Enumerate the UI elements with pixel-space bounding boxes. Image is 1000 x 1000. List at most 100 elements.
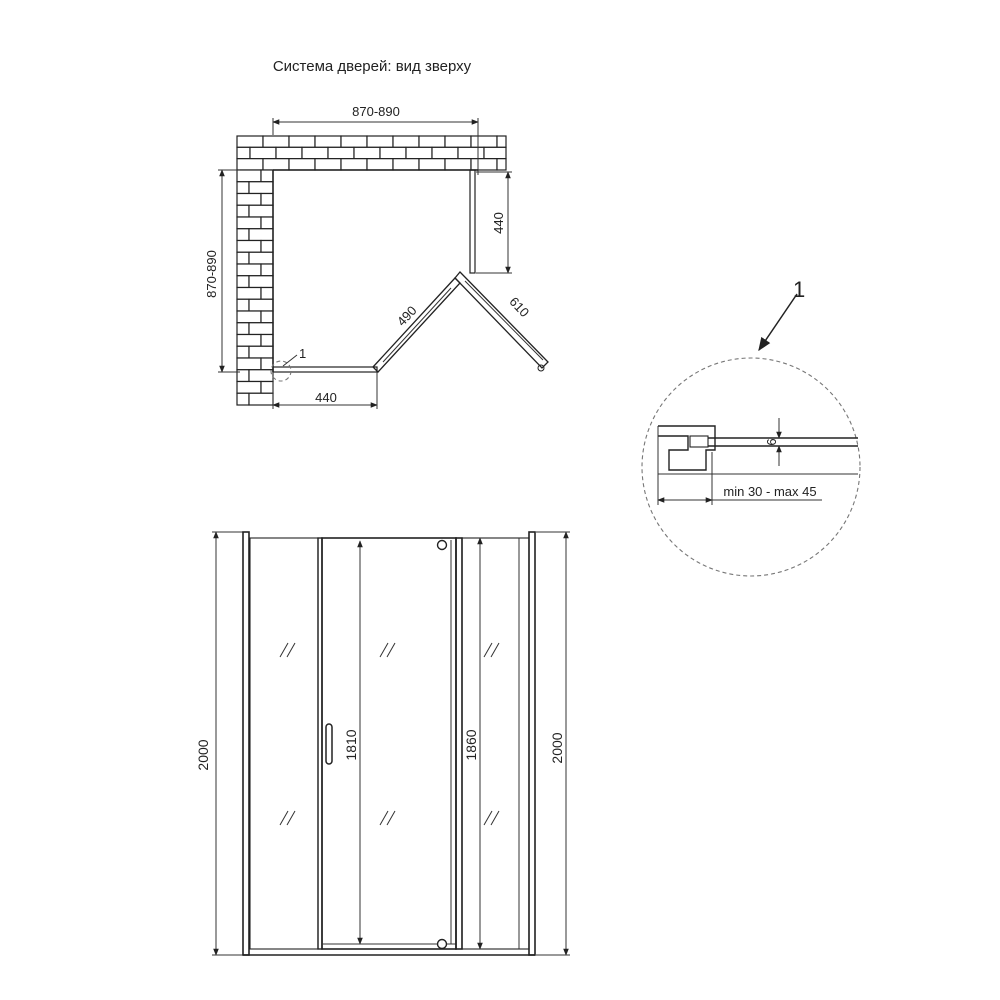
- brick: [236, 275, 250, 289]
- brick: [236, 228, 250, 242]
- bottom-fixed-label: 440: [315, 390, 337, 405]
- brick: [260, 239, 274, 253]
- brick: [249, 146, 277, 160]
- brick: [470, 158, 498, 171]
- glass-reflection-mark: [286, 642, 296, 658]
- brick: [392, 135, 420, 148]
- height-dimension-right: 2000: [536, 531, 570, 956]
- brick: [236, 298, 250, 312]
- brick: [248, 298, 274, 312]
- brick: [431, 146, 459, 160]
- glass-reflection-mark: [379, 810, 389, 826]
- brick: [260, 333, 274, 347]
- bottom-fixed-panel: 440: [272, 366, 378, 409]
- angled-left-label: 490: [394, 303, 420, 329]
- brick: [248, 392, 274, 406]
- brick: [262, 135, 290, 148]
- brick: [260, 216, 274, 230]
- door-height-label: 1810: [343, 729, 359, 760]
- brick: [314, 135, 342, 148]
- glass-reflection-mark: [490, 642, 500, 658]
- brick: [236, 181, 250, 195]
- brick: [236, 263, 262, 277]
- brick: [470, 135, 498, 148]
- brick: [236, 333, 262, 347]
- brick: [444, 158, 472, 171]
- brick: [353, 146, 381, 160]
- brick: [366, 158, 394, 171]
- brick: [248, 322, 274, 336]
- panel-height-dimension: 1860: [463, 537, 483, 950]
- door-height-dimension: 1810: [343, 540, 363, 945]
- depth-dimension: 870-890: [204, 169, 240, 373]
- brick: [236, 135, 264, 148]
- brick: [260, 263, 274, 277]
- brick: [340, 158, 368, 171]
- brick: [260, 286, 274, 300]
- right-fixed-panel-front: [455, 537, 530, 950]
- angled-door: 610: [454, 271, 549, 372]
- height-right-label: 2000: [549, 732, 565, 763]
- depth-label: 870-890: [204, 250, 219, 298]
- angled-left-panel: 490: [372, 277, 461, 373]
- left-wall-profile: [242, 531, 250, 956]
- brick: [340, 135, 368, 148]
- brick: [236, 251, 250, 265]
- detail-marker-1: 1: [270, 346, 306, 382]
- brick: [236, 322, 250, 336]
- brick: [260, 380, 274, 394]
- brick: [288, 135, 316, 148]
- range-dimension: min 30 - max 45: [657, 452, 822, 505]
- brick: [418, 135, 446, 148]
- angled-right-label: 610: [506, 294, 532, 320]
- glass-reflection-mark: [286, 810, 296, 826]
- glass-reflection-mark: [483, 642, 493, 658]
- left-fixed-panel-front: [249, 537, 323, 950]
- brick: [248, 228, 274, 242]
- brick: [496, 135, 507, 148]
- brick: [236, 192, 262, 206]
- brick: [496, 158, 507, 171]
- brick: [301, 146, 329, 160]
- width-label: 870-890: [352, 104, 400, 119]
- top-view: 870-890 870-890 440 440: [204, 104, 549, 409]
- brick: [236, 392, 250, 406]
- brick: [392, 158, 420, 171]
- height-dimension-left: 2000: [195, 531, 246, 956]
- brick: [236, 146, 251, 160]
- brick: [236, 204, 250, 218]
- brick: [444, 135, 472, 148]
- height-left-label: 2000: [195, 739, 211, 770]
- brick: [236, 357, 262, 371]
- brick: [236, 286, 262, 300]
- brick: [248, 369, 274, 383]
- glass-reflection-mark: [490, 810, 500, 826]
- glass-reflections: [279, 642, 500, 826]
- brick: [248, 275, 274, 289]
- brick: [236, 380, 262, 394]
- brick: [248, 251, 274, 265]
- brick: [260, 169, 274, 183]
- width-dimension: 870-890: [272, 104, 479, 175]
- glass-reflection-mark: [279, 642, 289, 658]
- brick: [236, 310, 262, 324]
- brick: [236, 345, 250, 359]
- brick: [236, 158, 264, 171]
- door-handle: [325, 723, 333, 765]
- brick: [248, 345, 274, 359]
- thickness-dimension: 6: [764, 418, 782, 466]
- brick: [327, 146, 355, 160]
- drawing-title: Система дверей: вид зверху: [273, 58, 472, 75]
- brick: [418, 158, 446, 171]
- brick: [275, 146, 303, 160]
- detail-marker-label: 1: [299, 346, 306, 361]
- brick: [483, 146, 507, 160]
- range-label: min 30 - max 45: [723, 484, 816, 499]
- brick: [260, 310, 274, 324]
- brick: [366, 135, 394, 148]
- brick: [314, 158, 342, 171]
- right-fixed-label: 440: [491, 212, 506, 234]
- brick: [260, 192, 274, 206]
- detail-circle: [641, 357, 861, 577]
